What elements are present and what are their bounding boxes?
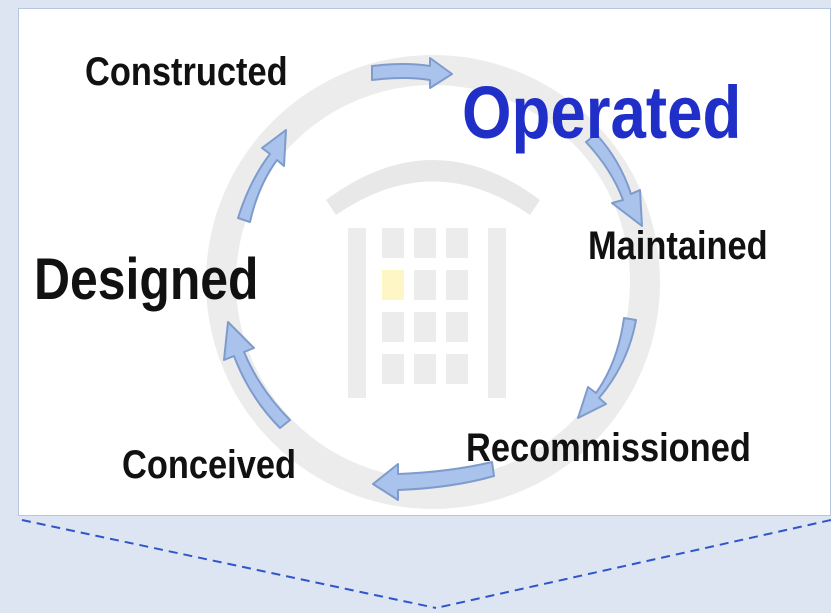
stage-conceived: Conceived (122, 443, 296, 487)
cycle-arrow-icon (371, 57, 453, 89)
stage-operated: Operated (462, 71, 742, 154)
cycle-arrow-icon (585, 133, 643, 227)
stage-maintained: Maintained (588, 224, 768, 268)
diagram-card (18, 8, 831, 516)
stage-designed: Designed (34, 247, 259, 312)
cycle-arrow-icon (237, 129, 287, 223)
cycle-arrow-icon (577, 317, 637, 419)
cycle-arrow-icon (223, 321, 291, 429)
cycle-arrow-icon (372, 461, 495, 501)
stage-constructed: Constructed (85, 50, 288, 94)
stage-recommissioned: Recommissioned (466, 426, 751, 470)
